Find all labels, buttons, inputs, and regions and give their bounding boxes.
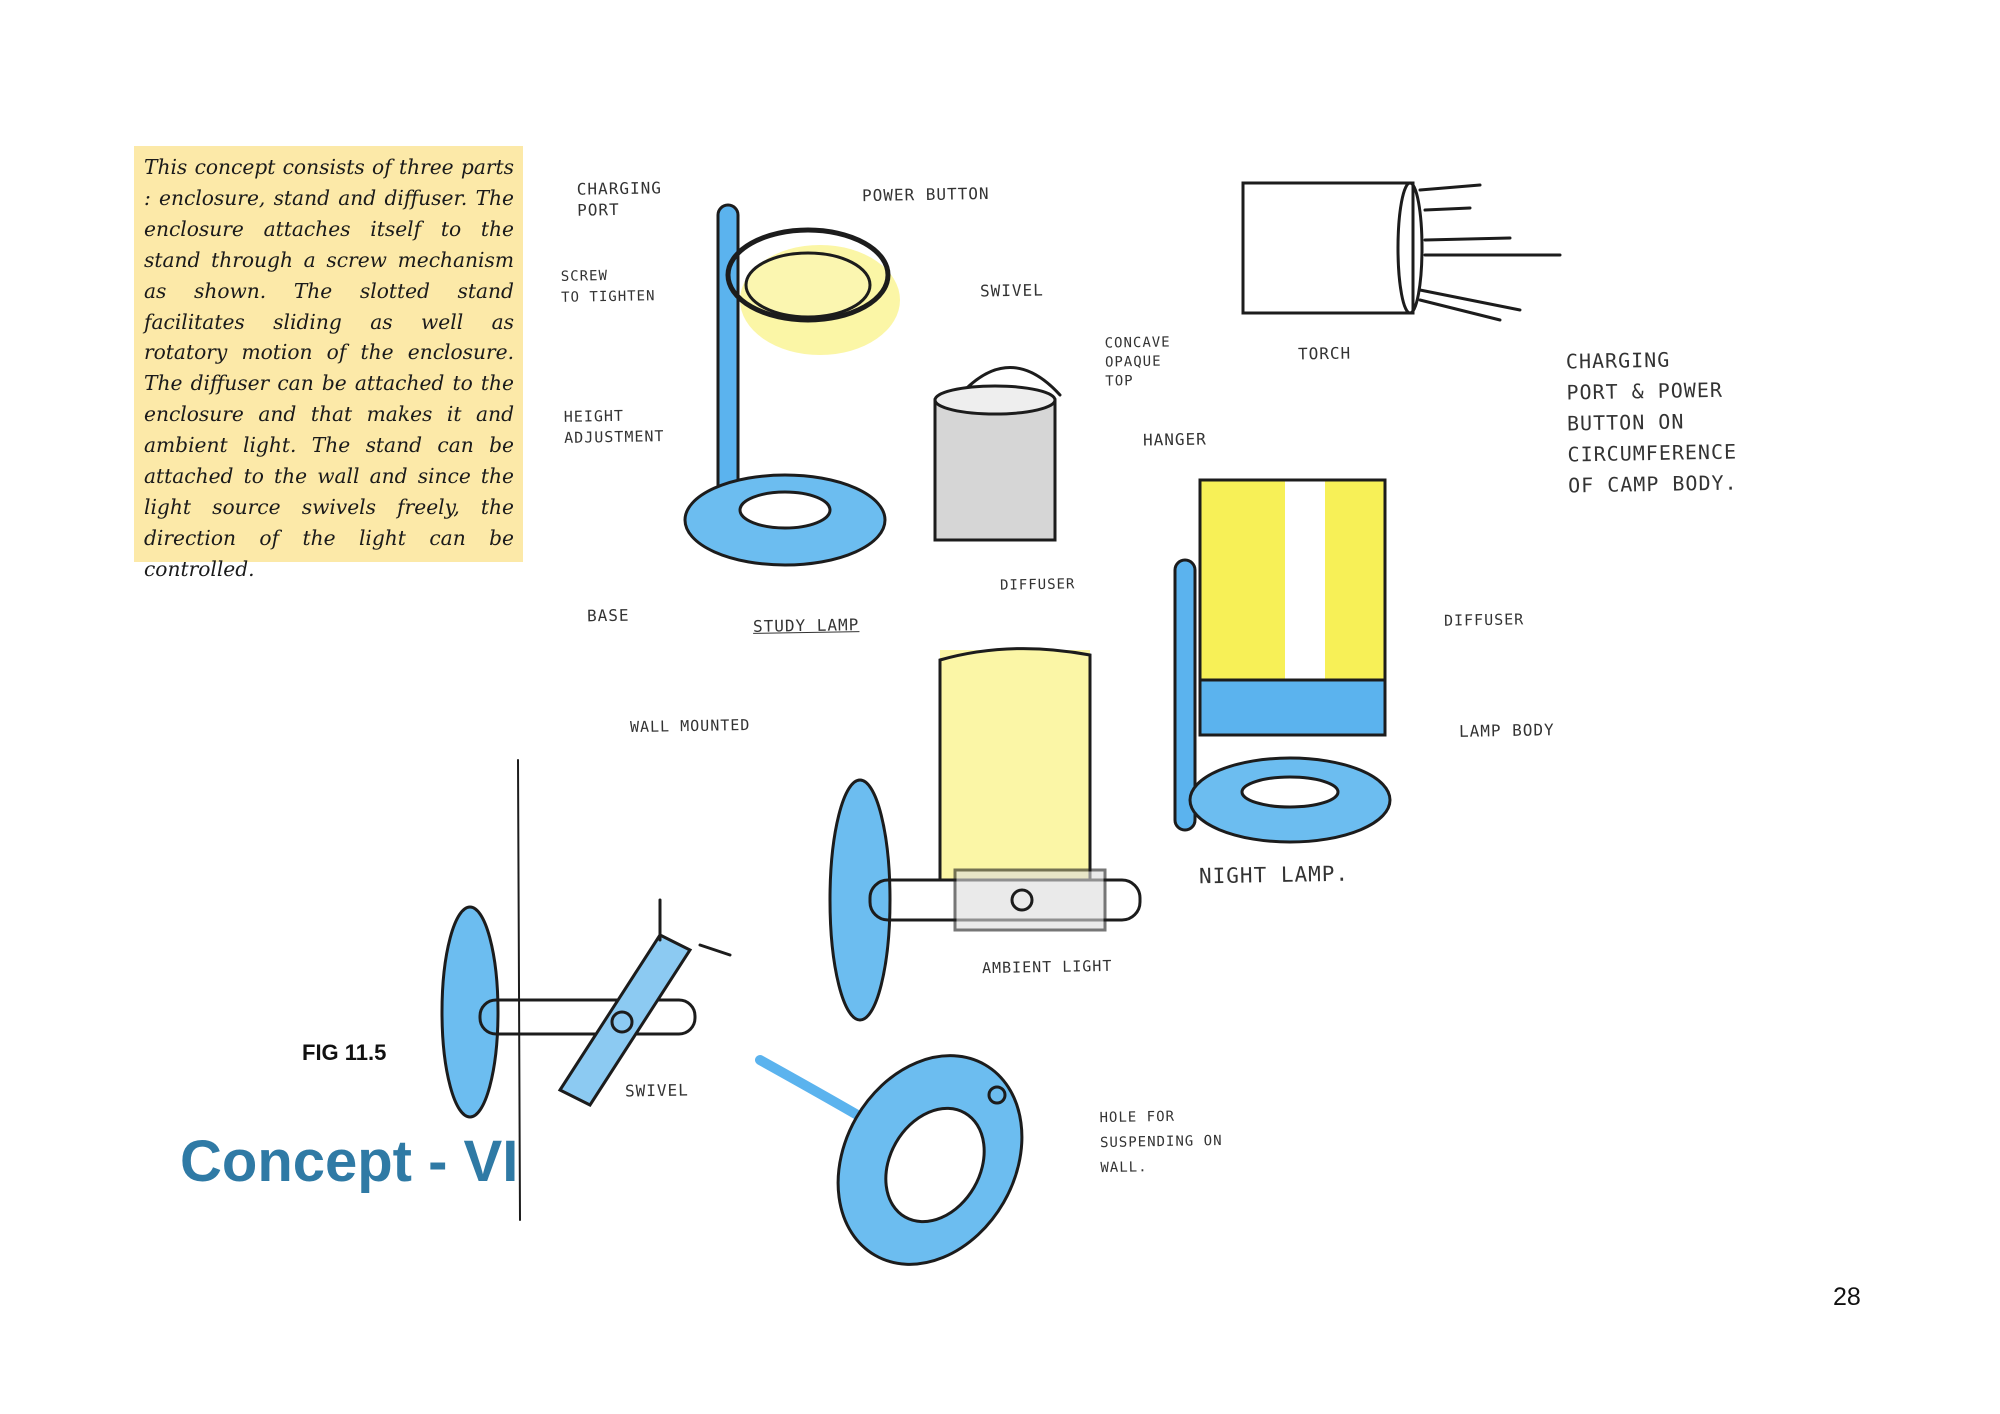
label-screw: SCREW TO TIGHTEN <box>560 268 656 306</box>
label-torch: TORCH <box>1297 343 1352 364</box>
page-title: Concept - VI <box>180 1129 519 1194</box>
page-number: 28 <box>1833 1283 1861 1311</box>
ambient-light-sketch <box>828 647 1142 1022</box>
label-hole: HOLE FOR SUSPENDING ON WALL. <box>1099 1108 1223 1177</box>
label-swivel-top: SWIVEL <box>979 280 1044 301</box>
night-lamp-sketch <box>1173 478 1392 844</box>
label-height-adjustment: HEIGHT ADJUSTMENT <box>563 406 665 447</box>
label-power-button: POWER BUTTON <box>861 183 990 206</box>
torch-sketch <box>1241 181 1562 322</box>
label-ambient-light: AMBIENT LIGHT <box>981 956 1113 978</box>
study-lamp-sketch <box>683 203 900 567</box>
hanger-lamp-sketch <box>933 366 1062 542</box>
label-base: BASE <box>586 605 630 626</box>
concept-description: This concept consists of three parts : e… <box>134 146 523 581</box>
label-charging-port: CHARGING PORT <box>576 178 663 220</box>
label-wall-mounted: WALL MOUNTED <box>629 715 751 737</box>
wall-mounted-sketch <box>440 759 732 1221</box>
note-charging-port: CHARGING PORT & POWER BUTTON ON CIRCUMFE… <box>1565 347 1738 498</box>
label-lamp-body: LAMP BODY <box>1458 720 1555 741</box>
label-diffuser-2: DIFFUSER <box>1443 610 1525 630</box>
label-study-lamp: STUDY LAMP <box>752 615 860 636</box>
label-diffuser-1: DIFFUSER <box>999 576 1076 594</box>
label-concave-top: CONCAVE OPAQUE TOP <box>1104 334 1171 390</box>
figure-label: FIG 11.5 <box>302 1040 387 1065</box>
label-hanger: HANGER <box>1142 429 1207 450</box>
label-night-lamp: NIGHT LAMP. <box>1198 861 1350 889</box>
ring-sketch <box>755 1054 1024 1266</box>
label-swivel-bottom: SWIVEL <box>624 1080 689 1101</box>
